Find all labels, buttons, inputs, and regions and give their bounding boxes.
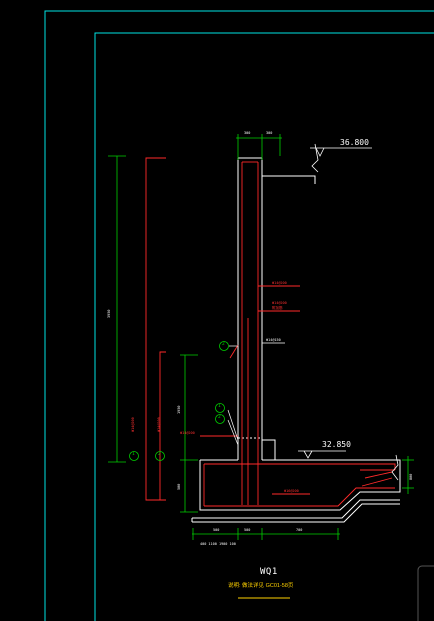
dim-lower-height-label: 1950 <box>177 405 181 414</box>
rebar-label-1: Φ14@200 <box>272 281 287 285</box>
rebar-base-top <box>204 463 396 470</box>
rebar-base-bottom <box>204 487 395 507</box>
marker-circle-e <box>155 451 165 461</box>
dim-bottom-sub: 400 1100 1900 100 <box>200 542 236 546</box>
dim-base-thickness-label: 500 <box>177 483 181 490</box>
top-elevation-label: 36.800 <box>340 138 369 147</box>
elevation-slab-triangle <box>303 450 313 459</box>
elevation-break-top <box>311 143 319 173</box>
dim-bottom-3: 700 <box>296 528 303 532</box>
rebar-left-label-2: Φ14@200 <box>157 417 161 432</box>
inner-frame-line <box>94 32 434 621</box>
rebar-leader-3 <box>229 344 239 359</box>
base-outline <box>199 459 401 511</box>
marker-circle-d <box>129 451 139 461</box>
dim-bottom-1: 500 <box>213 528 220 532</box>
elevation-markers <box>275 143 400 481</box>
dimension-group <box>108 134 414 540</box>
elevation-top-triangle <box>315 147 325 157</box>
dim-bottom-2: 500 <box>244 528 251 532</box>
marker-label-e: 2 <box>158 452 161 457</box>
rebar-label-5: Φ16@200 <box>284 489 299 493</box>
marker-circle-c <box>215 414 225 424</box>
slab-line-top <box>262 175 316 184</box>
wall-notch <box>262 439 276 460</box>
section-caption: 说明: 做法详见 GC01-58页 <box>228 583 294 589</box>
marker-label-a: 2 <box>222 342 225 347</box>
dim-right-label: 800 <box>409 473 413 480</box>
rebar-diag-3 <box>361 477 393 487</box>
outer-frame-line <box>44 10 434 621</box>
rebar-left-label-1: Φ14@200 <box>131 417 135 432</box>
marker-circle-b <box>215 403 225 413</box>
dim-top-a: 300 <box>244 131 251 135</box>
marker-circles <box>129 341 229 461</box>
wall-outline <box>191 157 401 523</box>
marker-label-d: 1 <box>132 452 135 457</box>
leader-circle-1 <box>227 409 239 441</box>
rebar-detail-2 <box>159 351 166 501</box>
rebar-label-3: Φ14@150 <box>266 338 281 342</box>
leader-lines <box>227 342 285 446</box>
base-bottom-step-2 <box>192 503 400 523</box>
rebar-diag-2 <box>364 471 393 479</box>
drawing-frame <box>44 10 434 621</box>
leader-circle-2 <box>227 419 239 446</box>
corner-tab <box>417 565 434 621</box>
rebar-group <box>145 157 396 599</box>
rebar-label-2-extra: 附加筋 <box>272 306 283 310</box>
dim-left-height-label: 3950 <box>107 309 111 318</box>
rebar-label-2: Φ14@200 <box>272 301 287 305</box>
rebar-detail-1 <box>145 157 166 501</box>
rebar-label-4: Φ14@200 <box>180 431 195 435</box>
section-title: WQ1 <box>260 567 278 577</box>
marker-label-c: 2 <box>218 415 221 420</box>
base-bottom-step <box>192 499 400 519</box>
dim-top-b: 300 <box>266 131 273 135</box>
marker-label-b: 1 <box>218 404 221 409</box>
marker-circle-a <box>219 341 229 351</box>
slab-elevation-label: 32.850 <box>322 440 351 449</box>
